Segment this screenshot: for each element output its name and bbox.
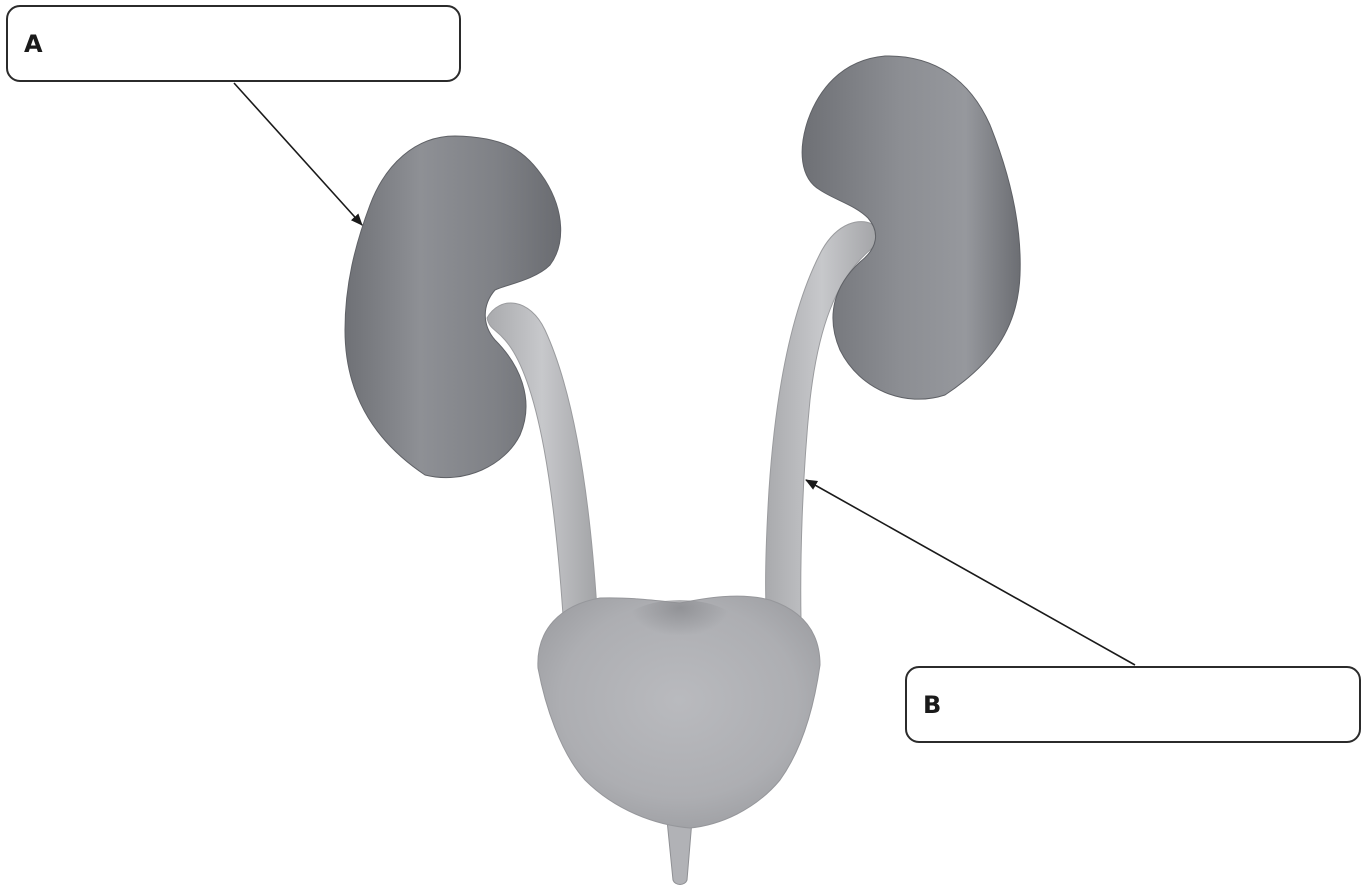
urethra [667,820,692,885]
leader-line-b [806,480,1135,665]
bladder-indent-shading [610,600,750,680]
left-kidney [345,136,561,478]
label-box-b[interactable]: B [905,666,1361,743]
leader-line-a [234,83,362,225]
right-kidney [802,56,1020,399]
label-letter-b: B [923,691,941,719]
label-box-a[interactable]: A [6,5,461,82]
label-letter-a: A [24,30,43,58]
